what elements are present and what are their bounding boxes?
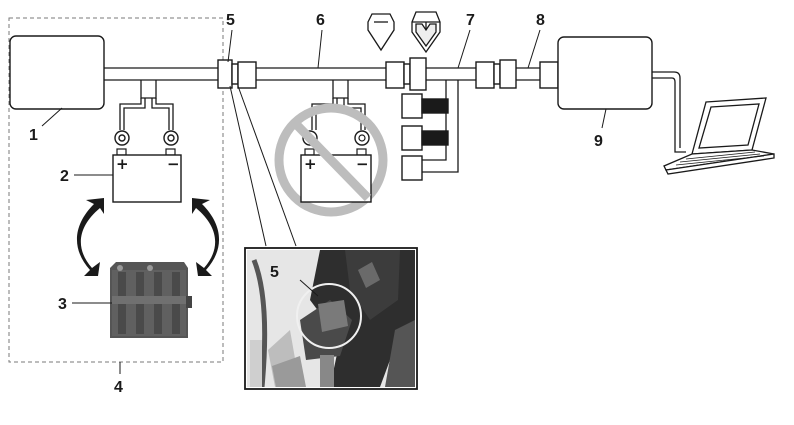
callout-4: 4 (114, 379, 123, 396)
callout-8: 8 (536, 12, 545, 29)
ring-terminals (114, 130, 179, 146)
adapter-plug (539, 61, 559, 89)
battery-leads (119, 98, 174, 130)
callout-5: 5 (226, 12, 235, 29)
harness-8 (516, 67, 540, 81)
battery: + − (112, 148, 182, 203)
component-group-frame (8, 17, 224, 363)
callout-3: 3 (58, 296, 67, 313)
prohibited-battery: + − (274, 103, 388, 217)
connector-cap-icon (367, 11, 441, 54)
ecu-box (9, 35, 105, 110)
connector-5 (217, 59, 257, 89)
callout-5-inset: 5 (270, 264, 279, 281)
curved-double-arrow-icon (76, 198, 220, 276)
main-harness (104, 67, 220, 99)
callout-1: 1 (29, 127, 38, 144)
callout-7: 7 (466, 12, 475, 29)
prohibited-icon (274, 103, 388, 217)
callout-9: 9 (594, 133, 603, 150)
laptop-keyboard (675, 151, 765, 166)
crossed-battery-plus-sign: + (304, 155, 317, 173)
callout-leaders (41, 29, 607, 374)
test-plugs (401, 93, 449, 181)
harness-7 (420, 67, 478, 173)
callout-6: 6 (316, 12, 325, 29)
battery-minus-sign: − (167, 155, 180, 173)
usb-cable (652, 71, 686, 153)
connector-7 (385, 57, 427, 91)
crossed-battery-minus-sign: − (356, 155, 369, 173)
dummy-battery-module (110, 262, 192, 338)
laptop-icon (663, 97, 775, 175)
communication-unit (557, 36, 653, 110)
connector-8 (475, 59, 517, 89)
callout-2: 2 (60, 168, 69, 185)
battery-plus-sign: + (116, 155, 129, 173)
inset-photo (244, 247, 418, 390)
